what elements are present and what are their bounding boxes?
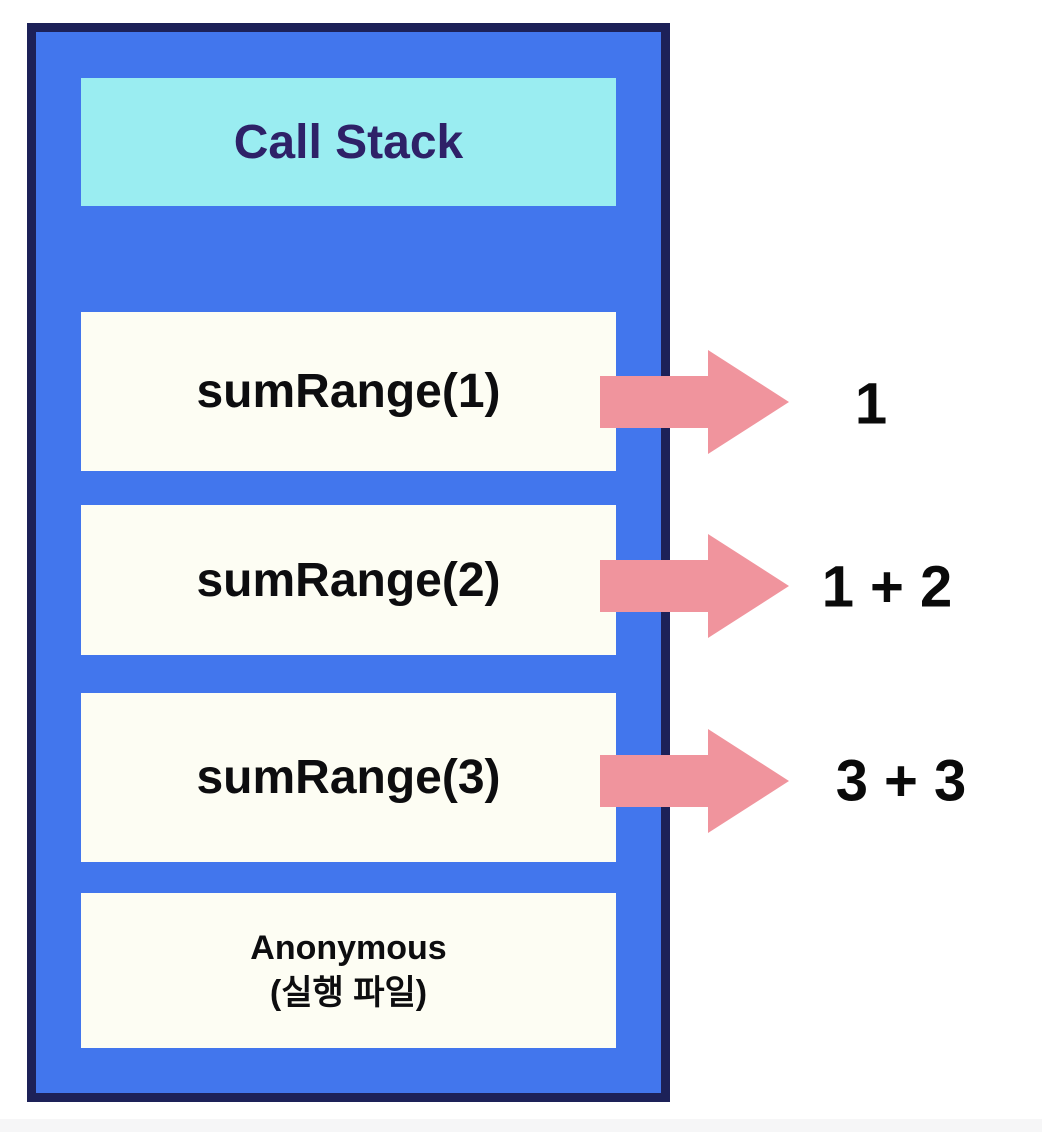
return-value-label: 1	[854, 371, 888, 437]
stack-frame-label: sumRange(1)	[196, 365, 501, 418]
stack-frame-sumrange-1: sumRange(1)	[81, 312, 616, 471]
stack-frame-label: sumRange(2)	[196, 553, 501, 607]
call-stack-header: Call Stack	[81, 78, 616, 206]
right-arrow-icon	[600, 729, 789, 833]
right-arrow-icon	[600, 350, 789, 454]
return-value-label: 3 + 3	[835, 748, 967, 814]
call-stack-title: Call Stack	[233, 115, 464, 169]
stack-frame-sumrange-3: sumRange(3)	[81, 693, 616, 862]
stack-frame-anonymous: Anonymous (실행 파일)	[81, 893, 616, 1048]
return-value-label: 1 + 2	[821, 554, 953, 620]
page-bottom-strip	[0, 1119, 1042, 1132]
stack-frame-sublabel: (실행 파일)	[269, 973, 428, 1012]
call-stack-container: Call Stack sumRange(1) sumRange(2) sumRa…	[27, 23, 670, 1102]
stack-frame-sumrange-2: sumRange(2)	[81, 505, 616, 655]
right-arrow-icon	[600, 534, 789, 638]
stack-frame-label: sumRange(3)	[196, 751, 501, 804]
stack-frame-label: Anonymous	[250, 928, 447, 967]
